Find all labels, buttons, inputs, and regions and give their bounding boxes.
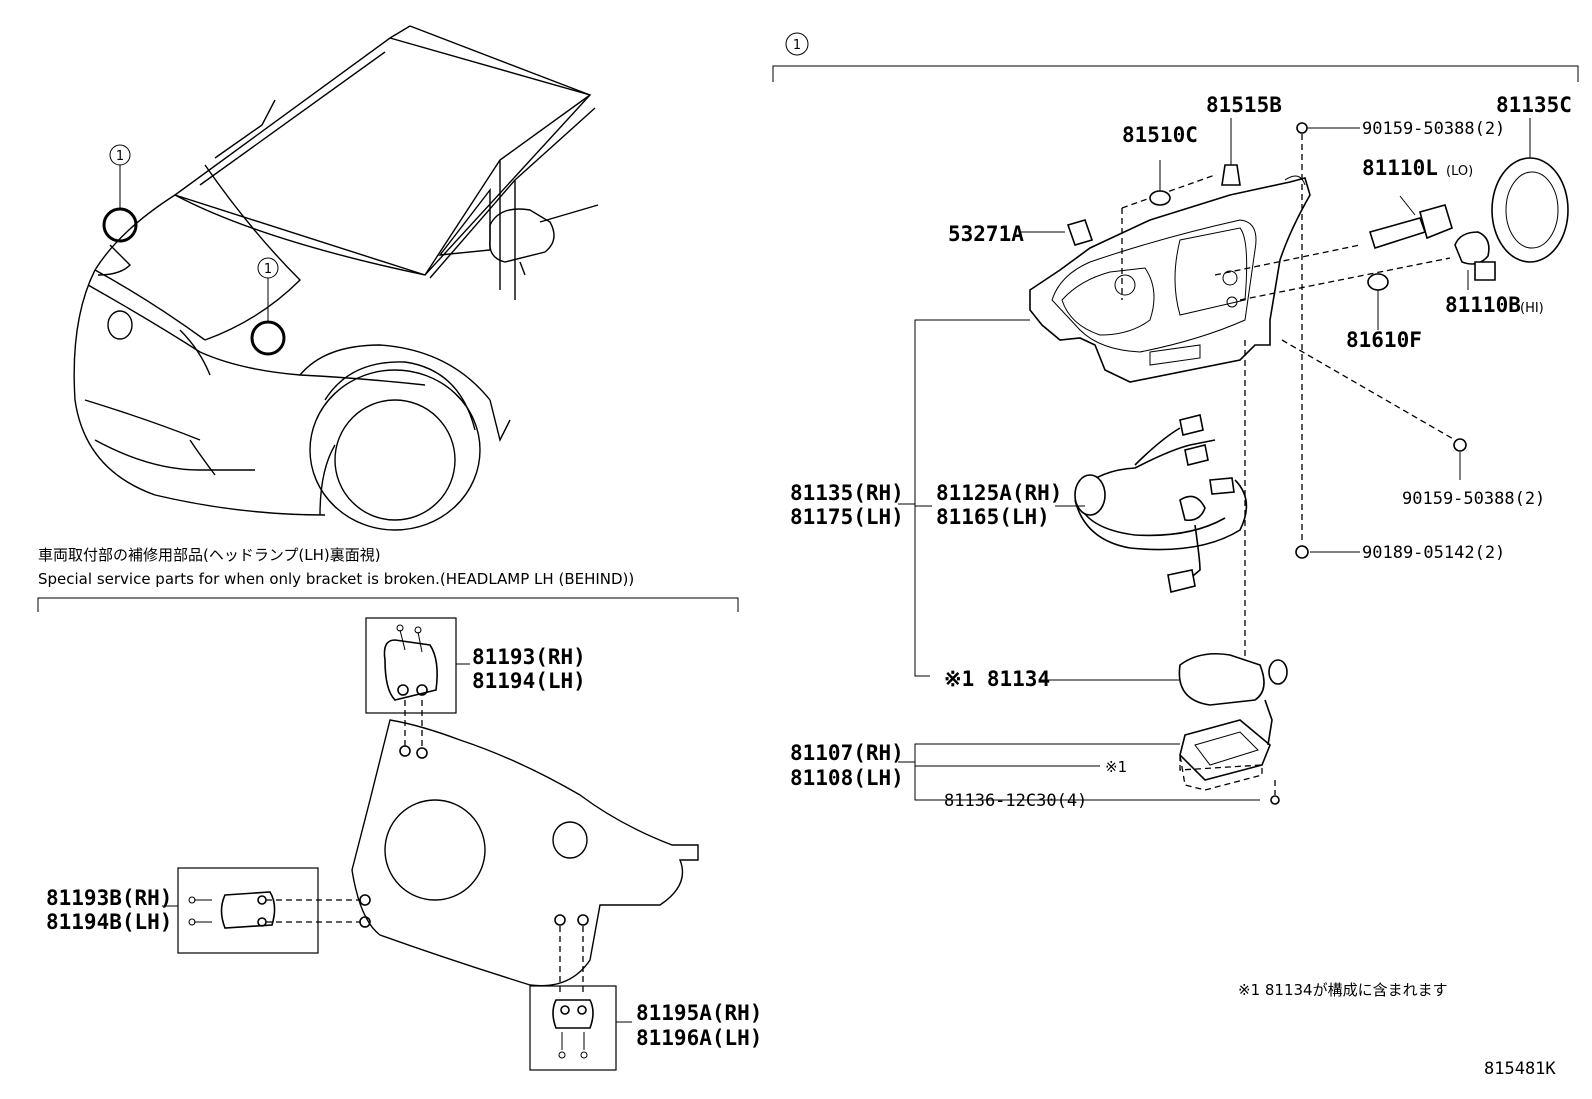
label-81110L: 81110L (1362, 156, 1438, 180)
label-81135C: 81135C (1496, 93, 1572, 117)
label-81510C: 81510C (1122, 123, 1198, 147)
bracket-section: 車両取付部の補修用部品(ヘッドランプ(LH)裏面視) Special servi… (37, 546, 762, 1071)
headlamp-ref: 1 (793, 38, 801, 53)
bracket-81193-box (365, 617, 457, 714)
label-81195A: 81195A(RH) (636, 1001, 762, 1025)
label-81134: ※1 81134 (944, 667, 1050, 691)
car-front-illustration: 1 1 (73, 25, 599, 531)
label-81193B: 81193B(RH) (46, 886, 172, 910)
label-90159-mid: 90159-50388(2) (1402, 489, 1545, 509)
car-ref-left: 1 (116, 149, 124, 164)
label-mark1: ※1 (1105, 758, 1127, 776)
label-81110B: 81110B (1445, 293, 1521, 317)
label-81175: 81175(LH) (790, 505, 904, 529)
label-81135: 81135(RH) (790, 481, 904, 505)
label-81196A: 81196A(LH) (636, 1026, 762, 1050)
label-81136: 81136-12C30(4) (944, 791, 1087, 811)
car-ref-right: 1 (264, 262, 272, 277)
label-81194: 81194(LH) (472, 669, 586, 693)
label-81108: 81108(LH) (790, 766, 904, 790)
label-90189: 90189-05142(2) (1362, 543, 1505, 563)
headlamp-exploded-view: 1 81515B 81510C 53271A 90159-50388(2) (772, 32, 1579, 811)
label-81515B: 81515B (1206, 93, 1282, 117)
diagram-code: 815481K (1484, 1059, 1556, 1079)
label-81193: 81193(RH) (472, 645, 586, 669)
label-90159-top: 90159-50388(2) (1362, 119, 1505, 139)
label-81194B: 81194B(LH) (46, 910, 172, 934)
bracket-title-jp: 車両取付部の補修用部品(ヘッドランプ(LH)裏面視) (38, 546, 381, 564)
label-81110L-sub: (LO) (1446, 164, 1473, 179)
label-53271A: 53271A (948, 222, 1024, 246)
label-81110B-sub: (HI) (1520, 301, 1544, 316)
label-81610F: 81610F (1346, 328, 1422, 352)
footnote: ※1 81134が構成に含まれます (1238, 981, 1448, 999)
label-81125A: 81125A(RH) (936, 481, 1062, 505)
bracket-81193B-box (177, 867, 319, 954)
label-81107: 81107(RH) (790, 741, 904, 765)
bracket-title-en: Special service parts for when only brac… (38, 570, 634, 588)
label-81165: 81165(LH) (936, 505, 1050, 529)
